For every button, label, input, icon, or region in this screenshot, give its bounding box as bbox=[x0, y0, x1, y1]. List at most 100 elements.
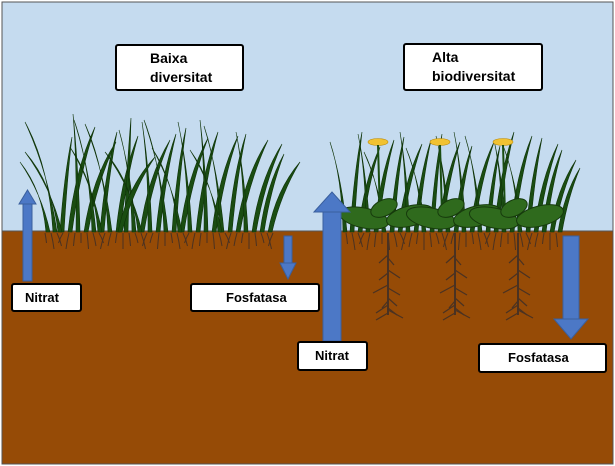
fibrous-root bbox=[50, 232, 55, 250]
taproot-branch bbox=[508, 254, 519, 264]
fibrous-root bbox=[73, 232, 76, 247]
fibrous-root bbox=[500, 232, 503, 248]
nitrate-label-high-text: Nitrat bbox=[315, 348, 349, 363]
taproot-branch bbox=[378, 272, 389, 281]
grass-blade bbox=[143, 119, 169, 233]
taproot-branch bbox=[445, 272, 456, 281]
fibrous-root bbox=[527, 232, 533, 251]
fibrous-root bbox=[260, 232, 265, 244]
fibrous-root bbox=[401, 232, 407, 251]
taproot-branch bbox=[505, 304, 519, 314]
fibrous-root bbox=[416, 232, 419, 245]
taproot-branch bbox=[517, 309, 534, 319]
fibrous-root bbox=[226, 232, 232, 250]
phosphatase-arrow-high bbox=[552, 235, 590, 340]
fibrous-root bbox=[65, 232, 70, 250]
fibrous-root bbox=[142, 232, 148, 247]
phosphatase-label-low: Fosfatasa bbox=[190, 283, 320, 312]
taproot-branch bbox=[445, 254, 456, 264]
fibrous-root bbox=[184, 232, 190, 244]
fibrous-root bbox=[115, 232, 118, 244]
fibrous-root bbox=[351, 232, 356, 251]
flower-head bbox=[429, 138, 451, 146]
fibrous-root bbox=[359, 232, 365, 245]
phosphatase-label-high-text: Fosfatasa bbox=[508, 350, 569, 365]
fibrous-root bbox=[176, 232, 181, 250]
fibrous-root bbox=[513, 232, 516, 251]
taproot-branch bbox=[517, 287, 531, 296]
taproot-branch bbox=[448, 300, 456, 309]
fibrous-root bbox=[241, 232, 244, 244]
taproot-branch bbox=[454, 309, 471, 319]
taproot-branch bbox=[442, 304, 456, 314]
low-diversity-title-line2: diversitat bbox=[150, 69, 213, 85]
flower-head bbox=[492, 138, 514, 146]
fibrous-root bbox=[86, 232, 89, 250]
grass-blade bbox=[141, 121, 153, 233]
fibrous-root bbox=[149, 232, 154, 244]
fibrous-root bbox=[525, 232, 531, 245]
fibrous-root bbox=[199, 232, 202, 247]
fibrous-root bbox=[399, 232, 405, 245]
fibrous-root bbox=[429, 232, 432, 248]
grass-blade bbox=[59, 136, 73, 233]
grass-blade bbox=[227, 133, 247, 233]
taproot-branch bbox=[387, 297, 398, 307]
fibrous-root bbox=[374, 232, 377, 248]
broad-leaf bbox=[516, 204, 564, 228]
flower-stem bbox=[439, 144, 443, 216]
flower-head bbox=[367, 138, 389, 146]
fibrous-root bbox=[435, 232, 440, 245]
taproot-branch bbox=[387, 269, 401, 279]
high-diversity-title-line2: biodiversitat bbox=[432, 68, 516, 84]
taproot-branch bbox=[454, 257, 462, 266]
fibrous-root bbox=[408, 232, 413, 248]
fibrous-root bbox=[519, 232, 524, 248]
nitrate-arrow-low bbox=[18, 189, 37, 282]
grass-blade bbox=[251, 143, 283, 233]
taproot-branch bbox=[442, 312, 456, 321]
broad-leaf bbox=[370, 198, 398, 218]
nitrate-arrow-high bbox=[312, 191, 352, 342]
taproot-branch bbox=[387, 257, 395, 266]
fibrous-root bbox=[58, 232, 64, 244]
taproot-branch bbox=[508, 272, 519, 281]
fibrous-root bbox=[534, 232, 539, 248]
taproot-branch bbox=[387, 287, 401, 296]
grass-blade bbox=[73, 119, 97, 233]
taproot-branch bbox=[375, 304, 389, 314]
low-diversity-title-line1: Baixa bbox=[150, 50, 188, 66]
sky-area bbox=[1, 1, 614, 233]
taproot-branch bbox=[387, 309, 404, 319]
fibrous-root bbox=[224, 232, 230, 244]
fibrous-root bbox=[485, 232, 491, 245]
fibrous-root bbox=[157, 232, 160, 250]
low-diversity-title-box: Baixa diversitat bbox=[115, 44, 244, 91]
taproot-branch bbox=[454, 287, 468, 296]
grass-blade bbox=[189, 149, 223, 233]
taproot-branch bbox=[505, 312, 519, 321]
root-systems bbox=[44, 232, 558, 321]
grass-blade bbox=[203, 125, 225, 233]
grass-blade bbox=[177, 121, 193, 233]
grass-clump-low-diversity bbox=[19, 113, 301, 233]
grass-blade bbox=[72, 113, 81, 233]
fibrous-root bbox=[98, 232, 104, 244]
grass-blade bbox=[267, 161, 301, 233]
flower-stem bbox=[502, 144, 506, 216]
broad-leaf bbox=[437, 198, 465, 218]
grass-blade bbox=[84, 123, 113, 233]
fibrous-root bbox=[107, 232, 112, 247]
fibrous-root bbox=[218, 232, 223, 247]
fibrous-root bbox=[542, 232, 545, 245]
fibrous-root bbox=[170, 232, 173, 244]
broad-leaf bbox=[500, 198, 528, 218]
fibrous-root bbox=[366, 232, 371, 251]
fibrous-root bbox=[477, 232, 482, 251]
taproot-branch bbox=[439, 284, 456, 294]
grass-blade bbox=[69, 146, 103, 233]
fibrous-root bbox=[233, 232, 238, 247]
taproot-branch bbox=[517, 257, 525, 266]
grass-blade bbox=[151, 147, 183, 233]
